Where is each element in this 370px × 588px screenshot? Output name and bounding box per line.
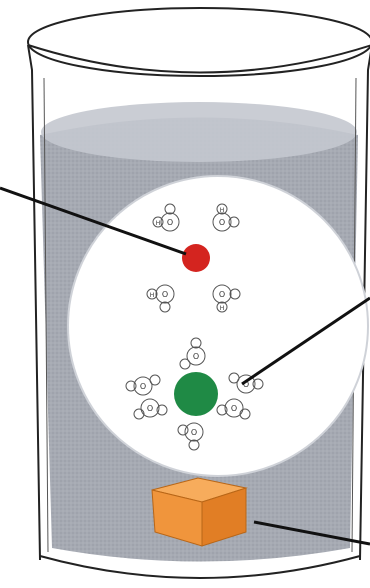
hydrogen-label: H — [156, 220, 161, 227]
hydrogen-label: H — [150, 292, 155, 299]
cation-ion — [182, 244, 210, 272]
oxygen-label: O — [231, 404, 237, 413]
oxygen-label: O — [193, 352, 199, 361]
hydrogen-label: H — [220, 305, 225, 312]
beaker-rim-back — [28, 8, 370, 76]
oxygen-label: O — [147, 404, 153, 413]
beaker-wall-left — [28, 45, 40, 560]
oxygen-label: O — [167, 218, 173, 227]
oxygen-label: O — [219, 218, 225, 227]
hydrogen-label: H — [220, 207, 225, 214]
salt-crystal — [152, 478, 246, 546]
beaker-rim-front — [28, 45, 370, 73]
water-surface — [41, 102, 357, 162]
oxygen-label: O — [191, 428, 197, 437]
anion-ion — [174, 372, 218, 416]
oxygen-label: O — [140, 382, 146, 391]
oxygen-label: O — [162, 290, 168, 299]
oxygen-label: O — [219, 290, 225, 299]
